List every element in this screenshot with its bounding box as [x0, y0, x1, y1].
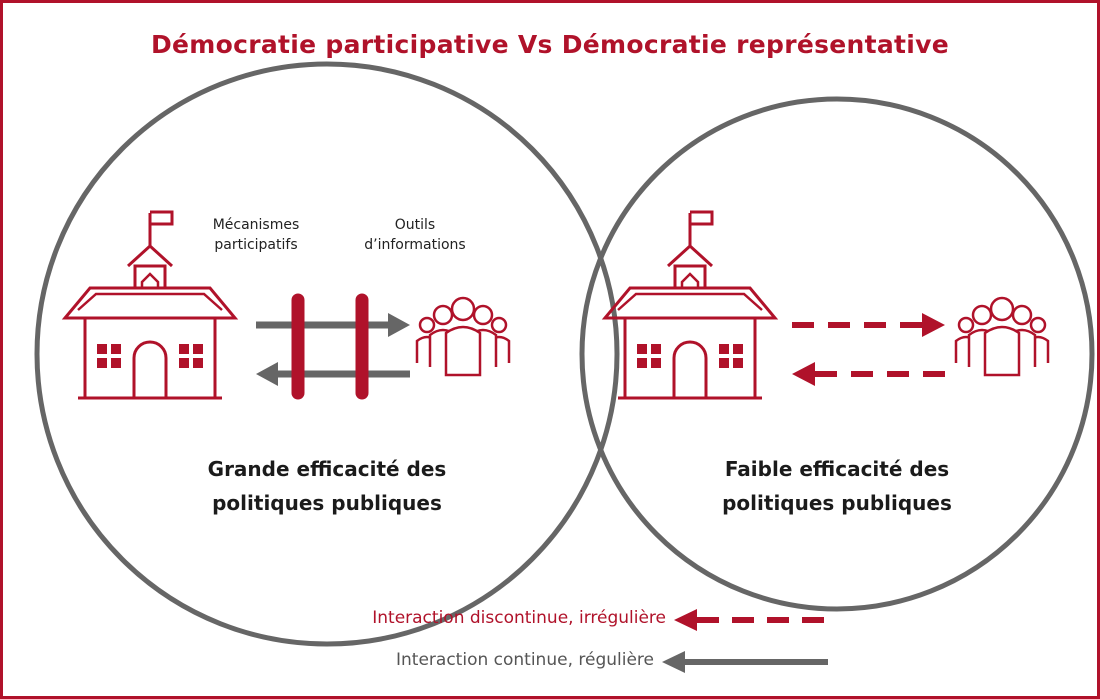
continuous-arrow-left	[256, 362, 410, 386]
legend-continuous-arrow	[662, 651, 828, 673]
diagram-title: Démocratie participative Vs Démocratie r…	[150, 30, 950, 59]
legend-continuous-label: Interaction continue, régulière	[396, 650, 654, 670]
mechanisms-label: Mécanismes participatifs	[212, 217, 300, 253]
town-hall-icon-right	[603, 210, 777, 400]
continuous-arrow-right	[256, 313, 410, 337]
left-circle	[34, 61, 620, 647]
left-caption: Grande efficacité des politiques publiqu…	[207, 457, 447, 515]
legend-discontinuous-arrow	[674, 609, 828, 631]
right-circle	[579, 96, 1095, 612]
tools-label: Outils d’informations	[364, 217, 466, 253]
legend-discontinuous-label: Interaction discontinue, irrégulière	[372, 608, 666, 628]
citizens-group-icon-right	[954, 296, 1050, 377]
right-caption: Faible efficacité des politiques publiqu…	[722, 457, 952, 515]
discontinuous-arrow-left	[792, 362, 945, 386]
discontinuous-arrow-right	[792, 313, 945, 337]
citizens-group-icon	[415, 296, 511, 377]
